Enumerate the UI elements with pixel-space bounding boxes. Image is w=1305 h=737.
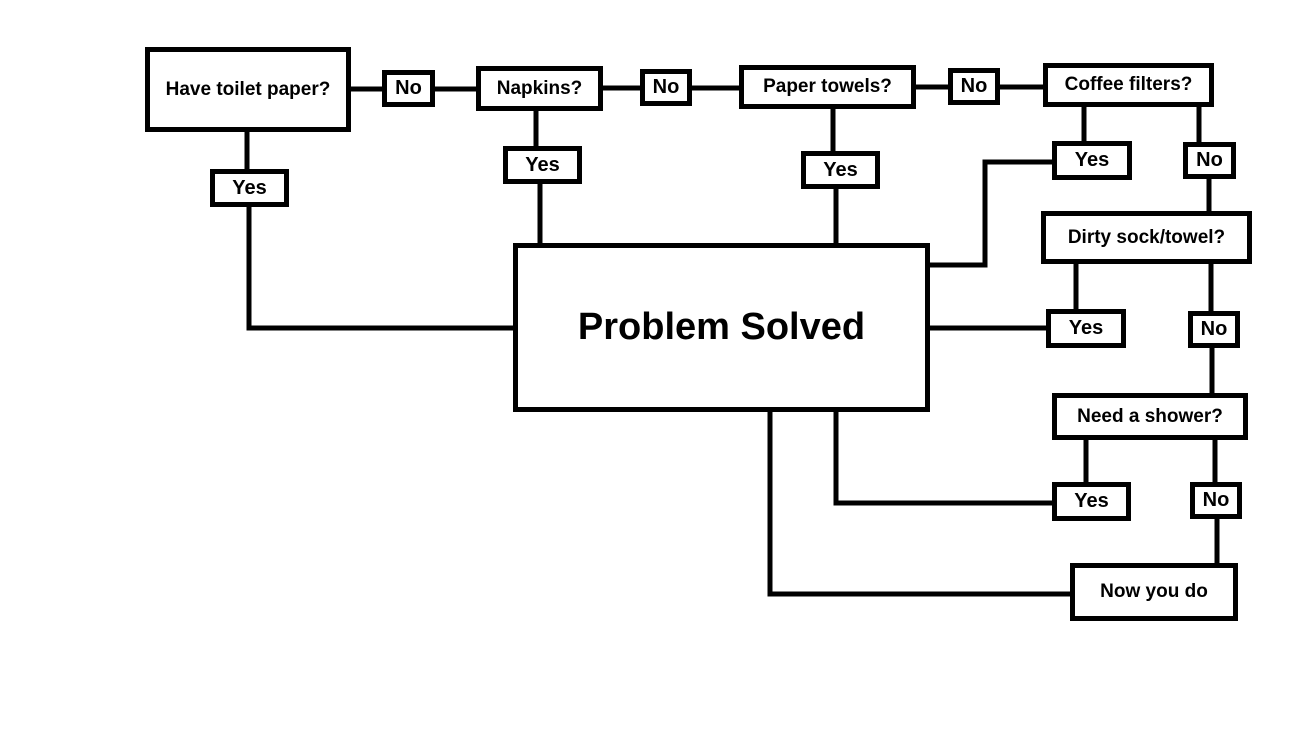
- node-label: Paper towels?: [763, 76, 892, 97]
- label-yes: Yes: [1052, 141, 1132, 180]
- edge-coffee-yes-solved: [925, 159, 1057, 268]
- node-coffee-filters: Coffee filters?: [1043, 63, 1214, 107]
- node-now-you-do: Now you do: [1070, 563, 1238, 621]
- node-label: Napkins?: [496, 77, 583, 99]
- node-napkins: Napkins?: [476, 66, 603, 111]
- label-no: No: [1190, 482, 1242, 519]
- label-no: No: [640, 69, 692, 106]
- label-no: No: [1188, 311, 1240, 348]
- node-label: Coffee filters?: [1064, 74, 1193, 95]
- node-label: Need a shower?: [1077, 405, 1223, 427]
- edge-toilet-yes-solved: [246, 202, 518, 331]
- label-yes: Yes: [801, 151, 880, 189]
- node-need-a-shower: Need a shower?: [1052, 393, 1248, 440]
- node-dirty-sock-towel: Dirty sock/towel?: [1041, 211, 1252, 264]
- label-no: No: [1183, 142, 1236, 179]
- label-no: No: [382, 70, 435, 107]
- node-have-toilet-paper: Have toilet paper?: [145, 47, 351, 132]
- node-label: Have toilet paper?: [165, 78, 331, 100]
- label-yes: Yes: [210, 169, 289, 207]
- node-label: Dirty sock/towel?: [1067, 226, 1226, 248]
- node-paper-towels: Paper towels?: [739, 65, 916, 109]
- label-yes: Yes: [1052, 482, 1131, 521]
- label-yes: Yes: [1046, 309, 1126, 348]
- label-no: No: [948, 68, 1000, 105]
- label-yes: Yes: [503, 146, 582, 184]
- node-label: Problem Solved: [577, 306, 866, 348]
- edge-nowyoudo-solved: [767, 407, 1074, 597]
- edge-shower-yes-solved: [833, 407, 1057, 506]
- node-label: Now you do: [1100, 581, 1208, 602]
- node-problem-solved: Problem Solved: [513, 243, 930, 412]
